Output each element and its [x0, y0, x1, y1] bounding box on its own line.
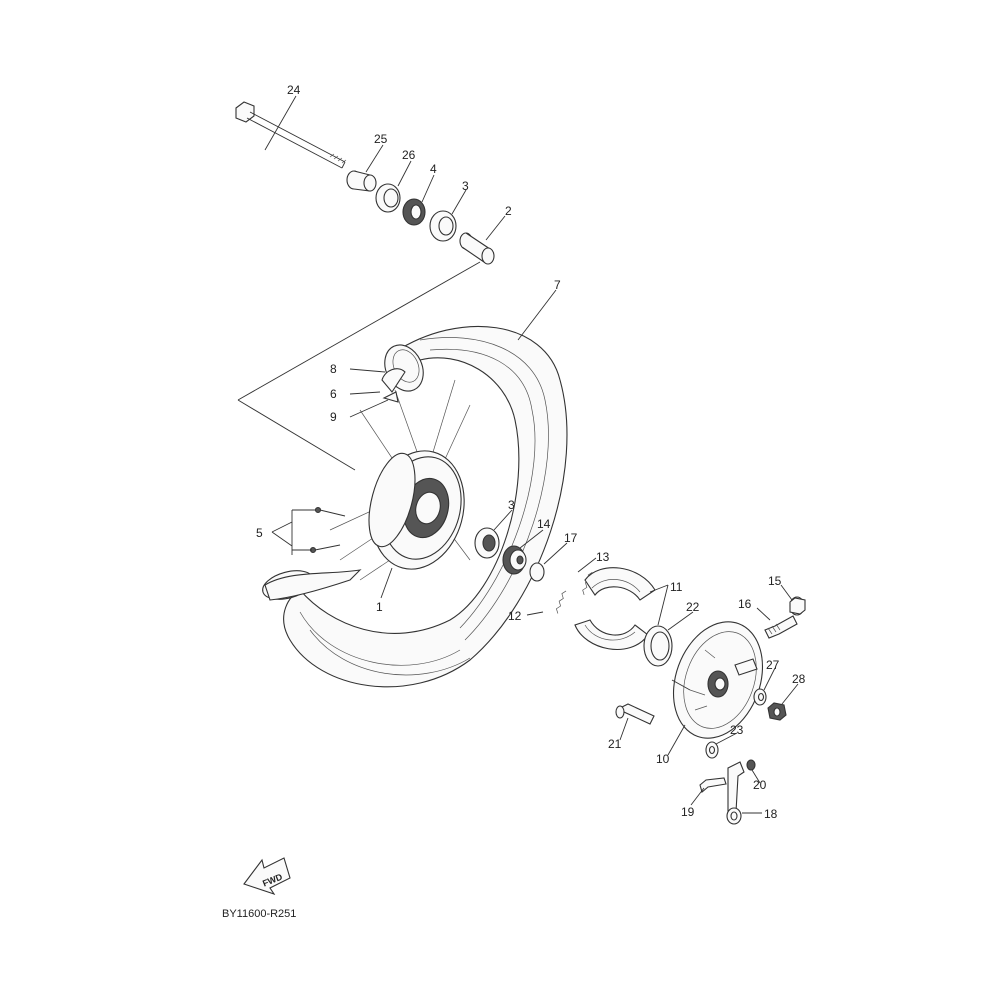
label-23: 23 [730, 723, 744, 737]
label-13: 13 [596, 550, 610, 564]
nut-part-15 [789, 596, 806, 616]
label-3-top: 3 [462, 179, 469, 193]
label-9: 9 [330, 410, 337, 424]
tube-parts [381, 368, 406, 403]
spoke-nipple-part [309, 506, 346, 554]
ring-part [529, 562, 545, 582]
label-27: 27 [766, 658, 780, 672]
spacer-part [459, 232, 495, 265]
oil-seal-part [375, 183, 401, 213]
leader-lines [237, 95, 799, 814]
bearing-part-4 [402, 198, 426, 226]
hub-part [368, 450, 465, 570]
brake-plate-part [672, 621, 764, 739]
label-26: 26 [402, 148, 416, 162]
label-7: 7 [554, 278, 561, 292]
bolt-part-19 [699, 777, 727, 793]
bolt-part-16 [764, 615, 798, 639]
label-6: 6 [330, 387, 337, 401]
label-1: 1 [376, 600, 383, 614]
spring-part-13 [582, 572, 593, 596]
collar-part [346, 170, 377, 192]
bearing-part-3-lower [474, 527, 500, 559]
label-17: 17 [564, 531, 578, 545]
label-10: 10 [656, 752, 670, 766]
label-22: 22 [686, 600, 700, 614]
label-15: 15 [768, 574, 782, 588]
camshaft-part [615, 703, 655, 725]
label-14: 14 [537, 517, 551, 531]
gear-part [502, 545, 527, 575]
diagram-code: BY11600-R251 [222, 908, 296, 920]
label-21: 21 [608, 737, 622, 751]
tire-part [262, 325, 568, 688]
brake-assembly [474, 527, 806, 825]
axle-part [235, 101, 347, 169]
spring-part-12 [555, 590, 567, 614]
label-28: 28 [792, 672, 806, 686]
label-24: 24 [287, 83, 301, 97]
brake-shoe-part [574, 567, 656, 650]
fwd-arrow-icon: FWD [243, 857, 291, 896]
part-labels: 24 25 26 4 3 2 7 8 6 9 5 1 3 14 17 13 11… [256, 83, 806, 821]
label-16: 16 [738, 597, 752, 611]
label-19: 19 [681, 805, 695, 819]
oil-seal-part-22 [643, 625, 673, 667]
nut-part-28 [767, 702, 787, 721]
label-3-lower: 3 [508, 498, 515, 512]
washer-part-27 [753, 688, 767, 706]
brake-lever-part [726, 761, 745, 825]
washer-part-23 [705, 741, 719, 759]
bearing-part-3-top [429, 210, 457, 242]
label-2: 2 [505, 204, 512, 218]
label-12: 12 [508, 609, 522, 623]
label-8: 8 [330, 362, 337, 376]
label-18: 18 [764, 807, 778, 821]
label-25: 25 [374, 132, 388, 146]
label-5: 5 [256, 526, 263, 540]
wheel-assembly [262, 325, 568, 688]
nut-part-20 [746, 759, 756, 771]
axle-assembly [235, 101, 495, 265]
label-4: 4 [430, 162, 437, 176]
label-20: 20 [753, 778, 767, 792]
label-11: 11 [670, 580, 683, 594]
